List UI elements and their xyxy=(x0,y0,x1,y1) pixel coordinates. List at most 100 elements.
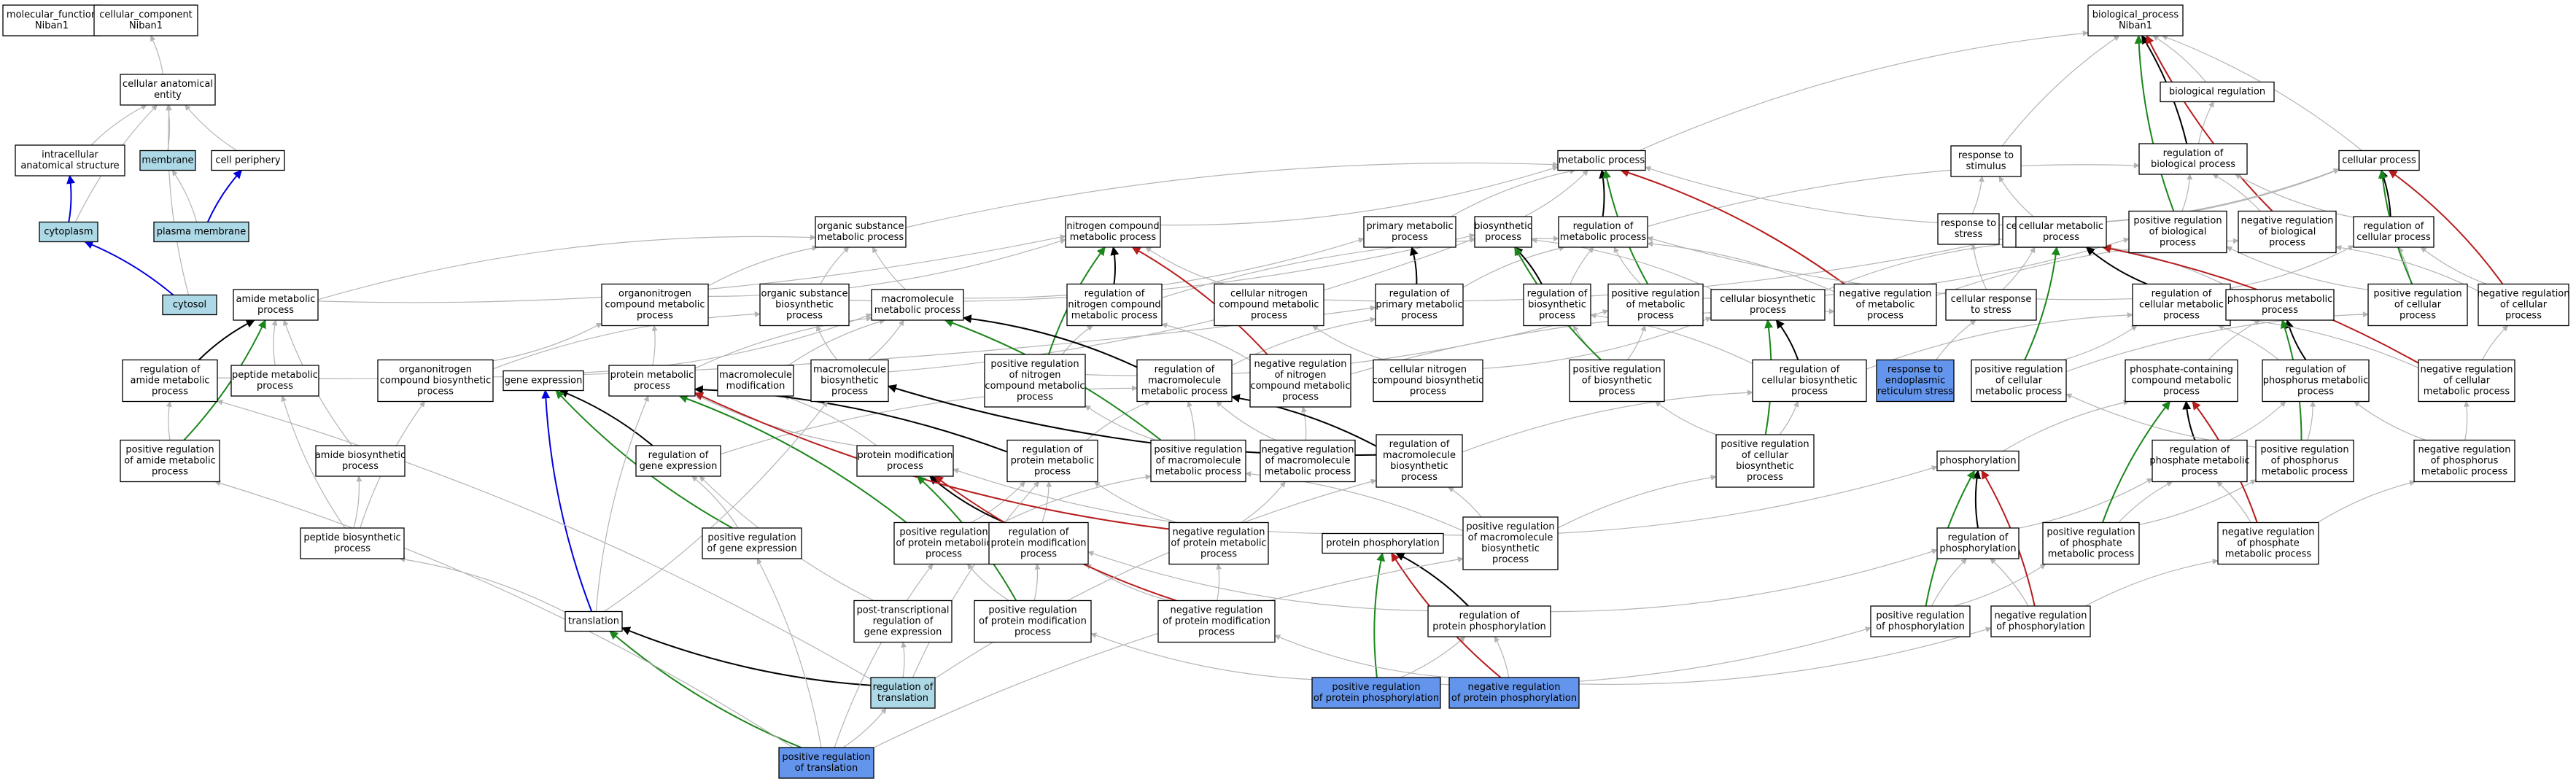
term-node-transl[interactable]: translation xyxy=(565,610,623,632)
term-node-phos[interactable]: phosphorylation xyxy=(1936,450,2020,472)
term-node-cyto[interactable]: cytoplasm xyxy=(39,221,98,243)
term-box-prmmp xyxy=(1150,439,1246,483)
term-label-prphmp-line-2: metabolic process xyxy=(2262,467,2348,478)
term-node-rmbp[interactable]: regulation ofmacromoleculebiosyntheticpr… xyxy=(1376,434,1463,488)
edge-is-a-mmp-to-pmp xyxy=(963,237,1365,299)
term-node-pm[interactable]: plasma membrane xyxy=(153,221,249,243)
term-node-pp[interactable]: protein phosphorylation xyxy=(1322,532,1444,554)
term-node-metp[interactable]: metabolic process xyxy=(1557,150,1646,171)
term-node-ge[interactable]: gene expression xyxy=(503,370,584,392)
term-box-ptrge xyxy=(853,599,953,643)
term-box-nrbp xyxy=(2238,210,2337,254)
edge-positively-regulates-prprotmp-to-protmp xyxy=(678,395,907,524)
term-node-mem[interactable]: membrane xyxy=(139,150,196,171)
term-node-breg[interactable]: biological regulation xyxy=(2160,81,2275,103)
term-box-rbp xyxy=(2138,143,2248,175)
term-node-cp[interactable]: cellular process xyxy=(2338,150,2420,171)
term-node-cytosol[interactable]: cytosol xyxy=(162,294,217,316)
term-node-cper[interactable]: cell periphery xyxy=(211,150,285,171)
